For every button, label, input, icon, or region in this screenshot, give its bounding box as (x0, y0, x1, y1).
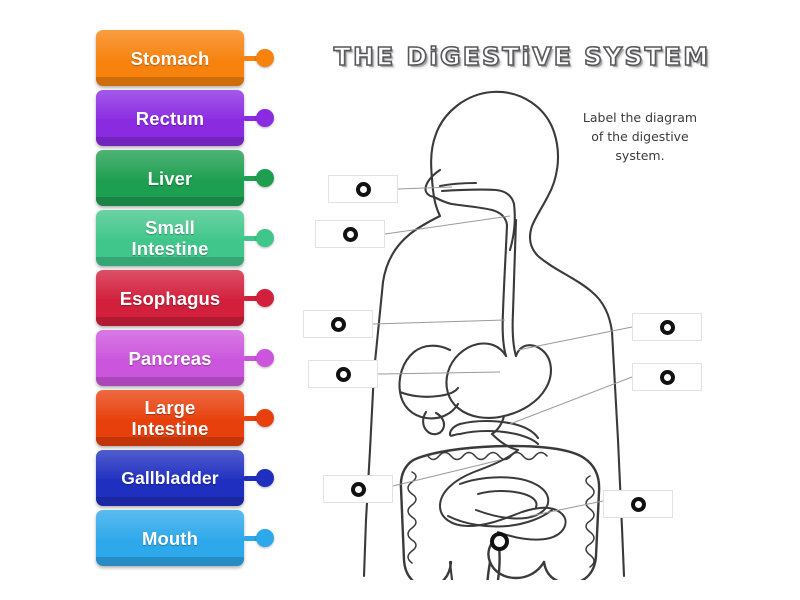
label-row-liver: Liver (96, 150, 296, 206)
connector-line (244, 55, 258, 61)
drop-target-3[interactable] (303, 310, 373, 338)
leader-line-4 (377, 371, 501, 375)
drop-target-1[interactable] (328, 175, 398, 203)
leader-line-7 (392, 459, 501, 487)
leader-line-2 (384, 215, 511, 235)
drop-target-4[interactable] (308, 360, 378, 388)
label-tile-text: Liver (147, 167, 193, 189)
connector-dot[interactable] (256, 289, 274, 307)
digestive-system-illustration (362, 90, 626, 580)
connector-stomach (244, 49, 274, 67)
connector-dot[interactable] (256, 169, 274, 187)
connector-line (244, 415, 258, 421)
label-tile-small-intestine[interactable]: Small Intestine (96, 210, 244, 266)
drop-ring-icon (335, 366, 351, 382)
label-tile-text: Gallbladder (121, 467, 219, 488)
drop-target-2[interactable] (315, 220, 385, 248)
drop-ring-icon (342, 226, 358, 242)
connector-dot[interactable] (256, 229, 274, 247)
label-tile-text: Pancreas (128, 347, 212, 369)
label-tile-gallbladder[interactable]: Gallbladder (96, 450, 244, 506)
connector-mouth (244, 529, 274, 547)
label-tile-text: Stomach (130, 47, 210, 69)
label-tile-large-intestine[interactable]: Large Intestine (96, 390, 244, 446)
label-tile-mouth[interactable]: Mouth (96, 510, 244, 566)
drop-target-8[interactable] (603, 490, 673, 518)
leader-line-3 (372, 319, 506, 325)
connector-dot[interactable] (256, 409, 274, 427)
connector-dot[interactable] (256, 349, 274, 367)
leader-line-5 (517, 326, 633, 351)
connector-esophagus (244, 289, 274, 307)
label-row-large-intestine: Large Intestine (96, 390, 296, 446)
label-row-rectum: Rectum (96, 90, 296, 146)
leader-line-1 (397, 186, 453, 190)
drop-target-7[interactable] (323, 475, 393, 503)
connector-dot[interactable] (256, 49, 274, 67)
label-tile-liver[interactable]: Liver (96, 150, 244, 206)
drop-target-6[interactable] (632, 363, 702, 391)
label-row-esophagus: Esophagus (96, 270, 296, 326)
label-row-gallbladder: Gallbladder (96, 450, 296, 506)
label-tile-text: Esophagus (119, 287, 221, 309)
connector-dot[interactable] (256, 469, 274, 487)
page-title: THE DiGESTiVE SYSTEM (333, 41, 711, 72)
connector-line (244, 295, 258, 301)
connector-dot[interactable] (256, 109, 274, 127)
label-row-stomach: Stomach (96, 30, 296, 86)
connector-line (244, 355, 258, 361)
connector-line (244, 535, 258, 541)
leader-line-8 (529, 500, 604, 517)
leader-lines (372, 186, 633, 517)
drop-ring-icon (659, 319, 675, 335)
instruction-text: Label the diagram of the digestive syste… (582, 110, 698, 163)
connector-large-intestine (244, 409, 274, 427)
connector-small-intestine (244, 229, 274, 247)
label-tile-text: Small Intestine (131, 217, 209, 259)
label-tile-stomach[interactable]: Stomach (96, 30, 244, 86)
drop-ring-icon (355, 181, 371, 197)
label-tile-text: Large Intestine (131, 397, 209, 439)
connector-rectum (244, 109, 274, 127)
label-tile-pancreas[interactable]: Pancreas (96, 330, 244, 386)
connector-dot[interactable] (256, 529, 274, 547)
drop-ring-icon (330, 316, 346, 332)
label-row-small-intestine: Small Intestine (96, 210, 296, 266)
drop-ring-icon (350, 481, 366, 497)
label-row-pancreas: Pancreas (96, 330, 296, 386)
drop-ring-icon (659, 369, 675, 385)
connector-line (244, 175, 258, 181)
label-tile-text: Rectum (135, 107, 205, 129)
label-tile-rectum[interactable]: Rectum (96, 90, 244, 146)
connector-gallbladder (244, 469, 274, 487)
label-tile-esophagus[interactable]: Esophagus (96, 270, 244, 326)
connector-line (244, 235, 258, 241)
label-tile-text: Mouth (142, 527, 198, 549)
connector-pancreas (244, 349, 274, 367)
label-bank: Stomach Rectum Liver (96, 30, 296, 575)
connector-line (244, 475, 258, 481)
connector-line (244, 115, 258, 121)
leader-line-6 (509, 376, 633, 425)
connector-liver (244, 169, 274, 187)
diagram-panel: THE DiGESTiVE SYSTEM Label the diagram o… (300, 20, 790, 580)
drop-ring-icon (630, 496, 646, 512)
drop-target-5[interactable] (632, 313, 702, 341)
drop-target-9[interactable] (490, 532, 509, 551)
label-row-mouth: Mouth (96, 510, 296, 566)
